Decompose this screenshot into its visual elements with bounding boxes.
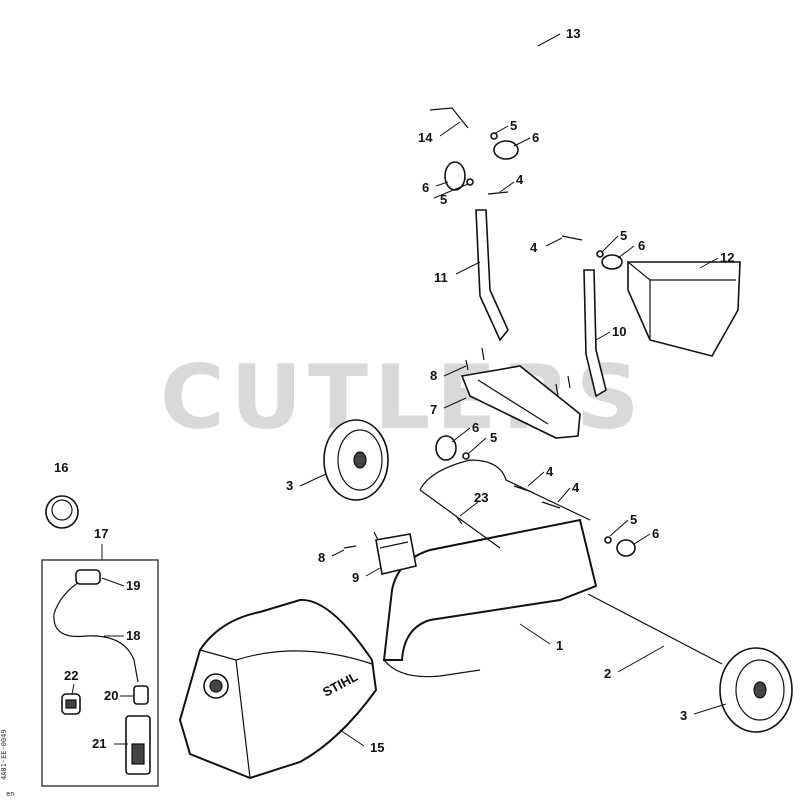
part-handle-bar: [474, 22, 596, 239]
part-screw-clip-a: [343, 545, 357, 549]
callout-1: 1: [556, 638, 563, 653]
part-screw-bracket-b: [481, 347, 485, 361]
callout-12: 12: [720, 250, 734, 265]
part-screw-top: [487, 191, 509, 195]
part-fitting-20: [133, 685, 149, 705]
part-screw-clip-b: [373, 531, 379, 541]
part-wheel-right: [719, 647, 793, 733]
callout-21: 21: [92, 736, 106, 751]
callout-4-d: 4: [572, 480, 580, 495]
part-cap: [45, 495, 79, 529]
callout-14: 14: [418, 130, 433, 145]
part-clamp-right-upper: [601, 254, 623, 270]
part-wheel-left: [323, 419, 389, 501]
callout-4-a: 4: [516, 172, 524, 187]
part-washer-center: [462, 452, 470, 460]
callout-16: 16: [54, 460, 68, 475]
part-housing: STIHL: [178, 598, 378, 780]
callout-2: 2: [604, 666, 611, 681]
callout-5-d: 5: [490, 430, 497, 445]
callout-10: 10: [612, 324, 626, 339]
document-language: en: [6, 790, 14, 798]
callout-4-c: 4: [546, 464, 554, 479]
callout-5-b: 5: [440, 192, 447, 207]
part-clamp-right-lower: [616, 539, 636, 557]
part-nozzle-21: [125, 715, 151, 775]
part-screw-frame-a: [513, 485, 533, 493]
callout-20: 20: [104, 688, 118, 703]
callout-5-e: 5: [630, 512, 637, 527]
part-washer-top-right: [490, 132, 498, 140]
part-clamp-center: [435, 435, 457, 461]
part-screw-frame-b: [541, 501, 561, 509]
part-screw-bracket-c: [555, 383, 559, 397]
part-handle-tube-right: [583, 269, 607, 398]
part-clip: [375, 533, 417, 575]
part-screw-23: [455, 515, 463, 525]
callout-6-b: 6: [422, 180, 429, 195]
callout-6-c: 6: [638, 238, 645, 253]
document-code: 4A01-EE-0049: [0, 729, 8, 780]
callout-13: 13: [566, 26, 580, 41]
callout-3-a: 3: [286, 478, 293, 493]
callout-5-a: 5: [510, 118, 517, 133]
part-adapter-22: [61, 693, 81, 715]
callout-5-c: 5: [620, 228, 627, 243]
callout-17: 17: [94, 526, 108, 541]
callout-3-b: 3: [680, 708, 687, 723]
callout-15: 15: [370, 740, 384, 755]
part-screw-right-upper: [561, 235, 583, 241]
callout-11: 11: [434, 270, 448, 285]
callout-6-a: 6: [532, 130, 539, 145]
part-hose: [53, 569, 139, 683]
callout-6-e: 6: [652, 526, 659, 541]
callout-labels: 13 5 6 14 6 5 4 11 5 6 4 12 10 8 7 6 5 3…: [54, 26, 734, 755]
callout-4-b: 4: [530, 240, 538, 255]
callout-19: 19: [126, 578, 140, 593]
callout-6-d: 6: [472, 420, 479, 435]
callout-8-a: 8: [430, 368, 437, 383]
part-handle-tube-left: [475, 209, 509, 342]
callout-7: 7: [430, 402, 437, 417]
part-screw-bracket-d: [567, 375, 571, 389]
part-washer-top-left: [466, 178, 474, 186]
callout-18: 18: [126, 628, 140, 643]
callout-9: 9: [352, 570, 359, 585]
part-washer-right-lower: [604, 536, 612, 544]
part-frame: [382, 459, 598, 678]
part-clamp-top-left: [444, 161, 466, 191]
callout-23: 23: [474, 490, 488, 505]
part-clamp-top-right: [493, 140, 519, 160]
part-kit-box: [41, 559, 159, 787]
part-pin: [429, 107, 469, 129]
part-screw-bracket-a: [465, 359, 469, 371]
part-storage-box: [627, 261, 741, 357]
callout-8-b: 8: [318, 550, 325, 565]
callout-22: 22: [64, 668, 78, 683]
part-axle: [587, 593, 723, 665]
leader-lines: [71, 33, 727, 747]
part-washer-right-upper: [596, 250, 604, 258]
part-bracket: [460, 365, 581, 439]
